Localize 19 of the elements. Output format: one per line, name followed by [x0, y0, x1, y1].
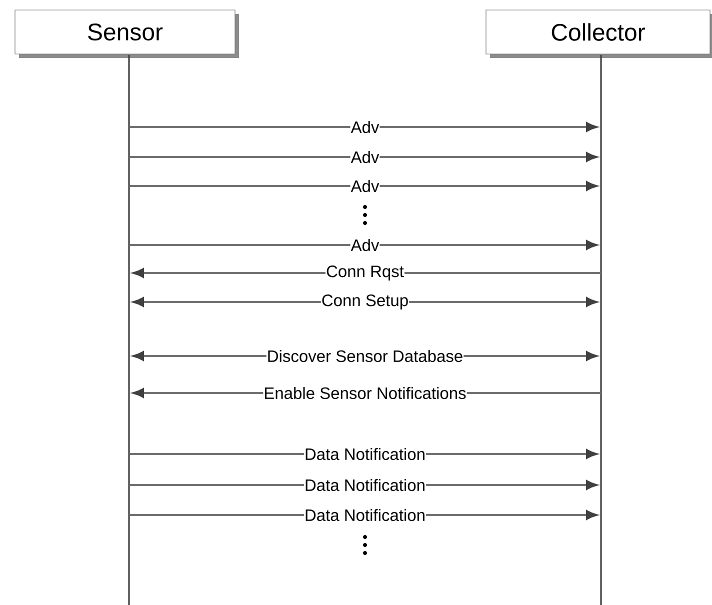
edge-label: Enable Sensor Notifications — [263, 386, 467, 400]
edge-label: Data Notification — [304, 478, 426, 492]
arrow — [130, 181, 598, 191]
lifeline — [600, 55, 602, 605]
edge-label: Discover Sensor Database — [266, 349, 464, 363]
participant-box: Sensor — [14, 10, 239, 58]
edge-label: Conn Rqst — [326, 265, 404, 281]
arrow — [130, 122, 598, 132]
edge-label: Adv — [350, 120, 380, 134]
edge-label: Adv — [350, 150, 380, 164]
participant-box: Collector — [486, 10, 712, 58]
edge-label: Data Notification — [304, 447, 426, 461]
edge-label: Data Notification — [304, 508, 426, 522]
arrow — [130, 152, 598, 162]
edge-label: Adv — [350, 179, 380, 193]
edge-label: Conn Setup — [320, 294, 410, 310]
edge-label: Adv — [350, 238, 380, 252]
lifeline — [128, 55, 130, 605]
arrow — [130, 240, 598, 250]
